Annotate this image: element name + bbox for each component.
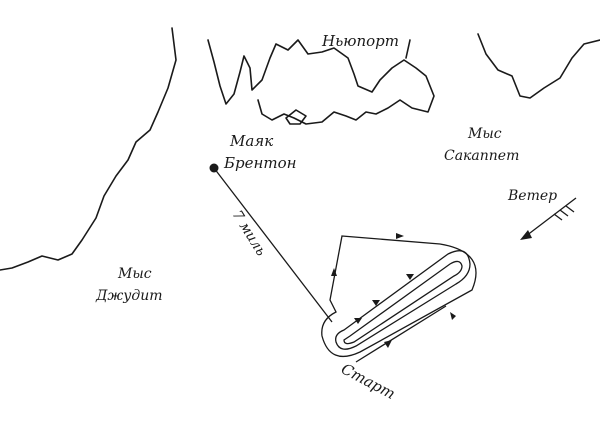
course-arrow-mid-1: [406, 274, 414, 280]
outer-course: [321, 235, 477, 357]
wind-feather-1: [565, 205, 575, 213]
inner-course: [343, 260, 463, 345]
coastline-inner: [285, 109, 307, 125]
course-arrow-right: [450, 312, 456, 320]
label-cape-sakonnet-1: Мыс: [467, 126, 502, 142]
label-lighthouse-2: Брентон: [223, 154, 297, 172]
label-cape-judith-1: Мыс: [117, 266, 152, 282]
wind-arrow-shaft: [525, 197, 577, 237]
label-start: Старт: [338, 360, 398, 403]
start-leg: [355, 305, 447, 363]
coastline-east: [477, 33, 600, 99]
course-arrow-left: [331, 268, 337, 276]
distance-line: [213, 167, 333, 323]
coastline-newport-north: [405, 39, 411, 59]
course-arrow-start: [384, 340, 392, 348]
label-newport: Ньюпорт: [321, 32, 399, 50]
label-cape-judith-2: Джудит: [95, 288, 163, 304]
wind-feather-2: [559, 209, 569, 217]
course-arrow-mid-2: [372, 300, 380, 306]
course-arrow-mid-3: [354, 318, 362, 324]
coastline-newport: [207, 39, 435, 125]
label-lighthouse-1: Маяк: [229, 132, 273, 150]
wind-feather-3: [553, 213, 563, 221]
label-wind: Ветер: [507, 188, 557, 204]
middle-course: [335, 250, 471, 350]
wind-arrow-head: [520, 230, 532, 240]
course-arrow-top: [396, 233, 404, 239]
coastline-west: [0, 27, 177, 271]
label-distance: 7 миль: [229, 208, 269, 259]
label-cape-sakonnet-2: Сакаппет: [444, 148, 519, 164]
